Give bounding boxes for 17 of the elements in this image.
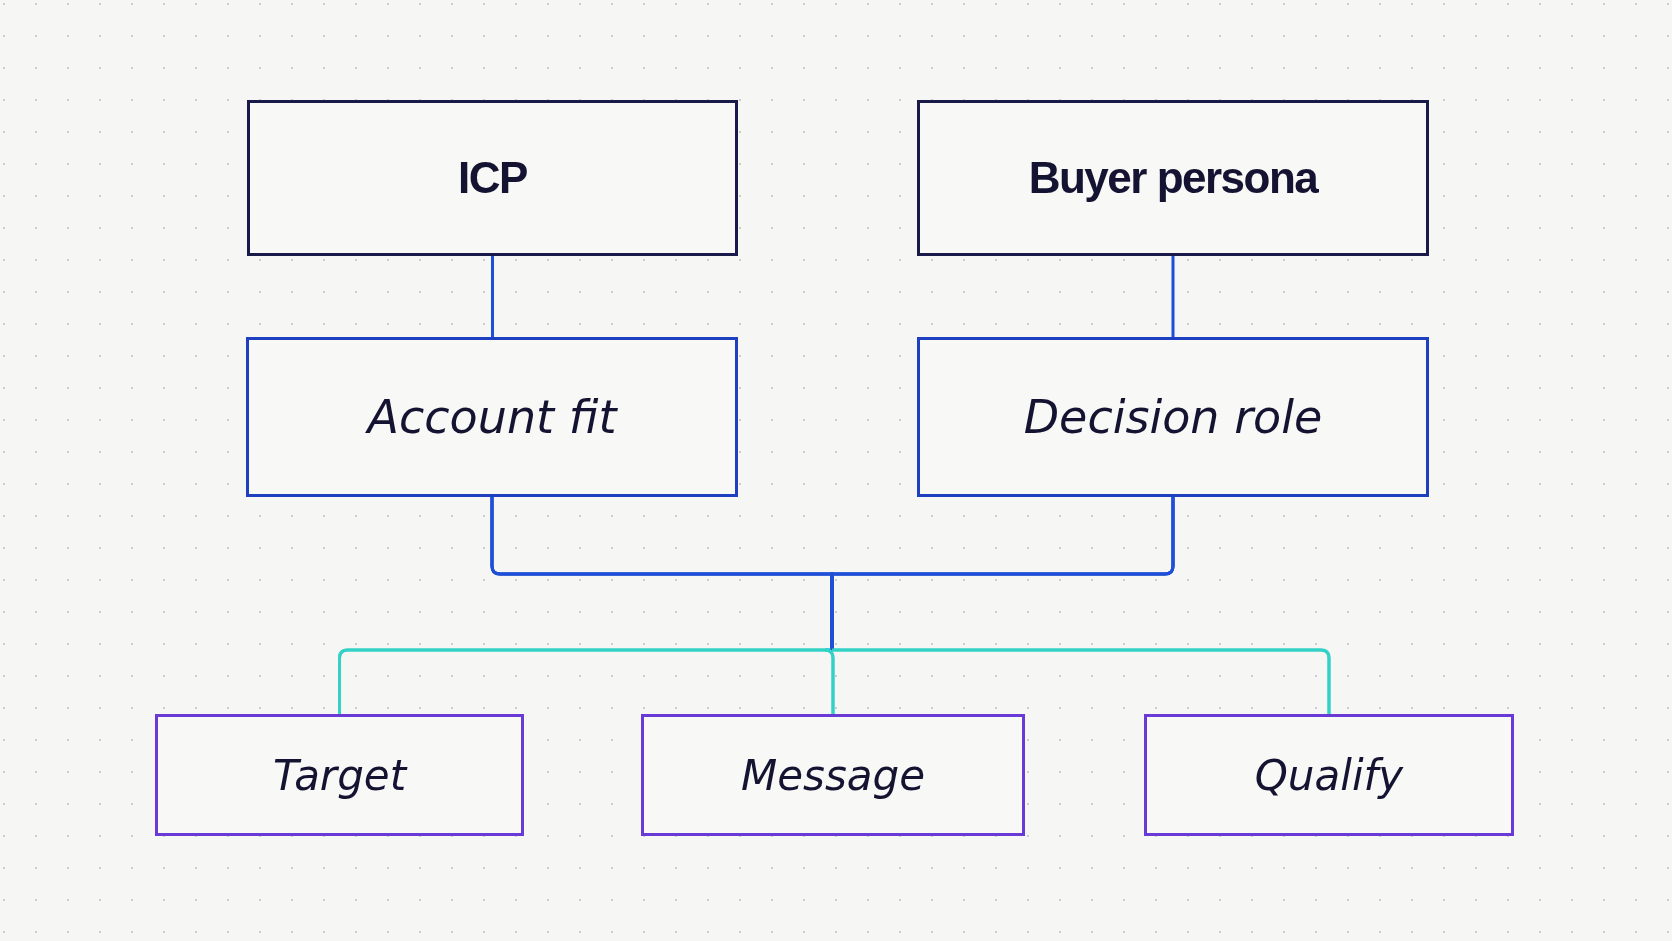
box-label: Message (740, 750, 926, 800)
box-label: Account fit (367, 390, 617, 444)
process-box (1144, 714, 1514, 836)
process-box (917, 337, 1429, 497)
process-box (641, 714, 1025, 836)
box-label: Target (272, 750, 407, 800)
process-box (247, 100, 738, 256)
process-box (917, 100, 1429, 256)
connector-line (491, 256, 494, 337)
box-label: Qualify (1254, 750, 1404, 800)
connector-line (830, 497, 1331, 714)
process-box (155, 714, 524, 836)
box-label: Buyer persona (1028, 153, 1318, 203)
box-label: ICP (458, 153, 527, 203)
process-box (246, 337, 738, 497)
box-label: Decision role (1023, 390, 1323, 444)
connector-line (1171, 256, 1175, 337)
